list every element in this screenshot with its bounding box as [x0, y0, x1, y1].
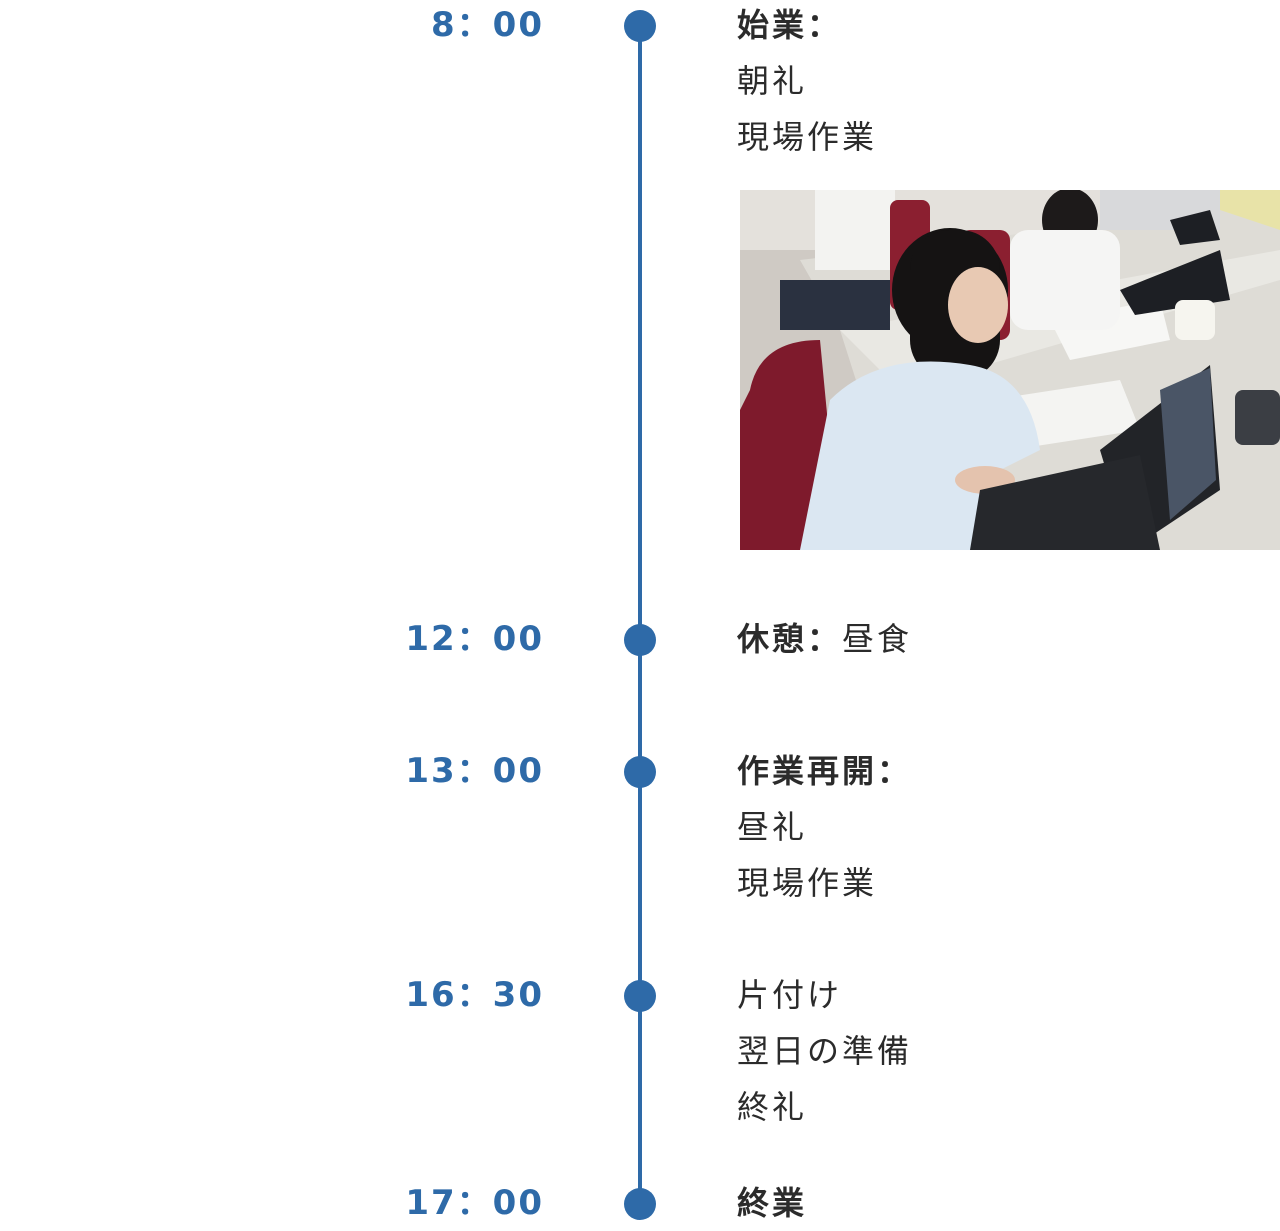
schedule-line: 現場作業	[737, 118, 878, 156]
schedule-inline-text: 昼食	[842, 620, 913, 658]
schedule-line: 現場作業	[737, 864, 878, 902]
schedule-content: 作業再開： 昼礼 現場作業	[737, 743, 1277, 911]
schedule-content: 終業	[737, 1175, 1277, 1231]
timeline-dot	[624, 10, 656, 42]
schedule-heading: 終業	[737, 1184, 808, 1222]
timeline-dot	[624, 756, 656, 788]
schedule-time: 17：00	[405, 1183, 544, 1223]
schedule-time: 13：00	[405, 751, 544, 791]
schedule-content: 始業： 朝礼 現場作業	[737, 0, 1277, 165]
schedule-time: 8：00	[431, 5, 544, 45]
timeline-dot	[624, 624, 656, 656]
office-photo	[740, 190, 1280, 550]
timeline-line	[638, 26, 642, 1204]
schedule-line: 片付け	[737, 976, 843, 1014]
schedule-heading: 始業：	[737, 6, 843, 44]
schedule-heading: 休憩：	[737, 620, 843, 658]
schedule-time: 12：00	[405, 619, 544, 659]
schedule-content: 休憩：昼食	[737, 611, 1277, 667]
timeline-dot	[624, 980, 656, 1012]
schedule-time: 16：30	[405, 975, 544, 1015]
schedule-line: 朝礼	[737, 62, 808, 100]
schedule-line: 終礼	[737, 1088, 808, 1126]
schedule-content: 片付け 翌日の準備 終礼	[737, 967, 1277, 1135]
schedule-line: 翌日の準備	[737, 1032, 913, 1070]
office-photo-icon	[740, 190, 1280, 550]
timeline-dot	[624, 1188, 656, 1220]
schedule-line: 昼礼	[737, 808, 808, 846]
schedule-heading: 作業再開：	[737, 752, 913, 790]
